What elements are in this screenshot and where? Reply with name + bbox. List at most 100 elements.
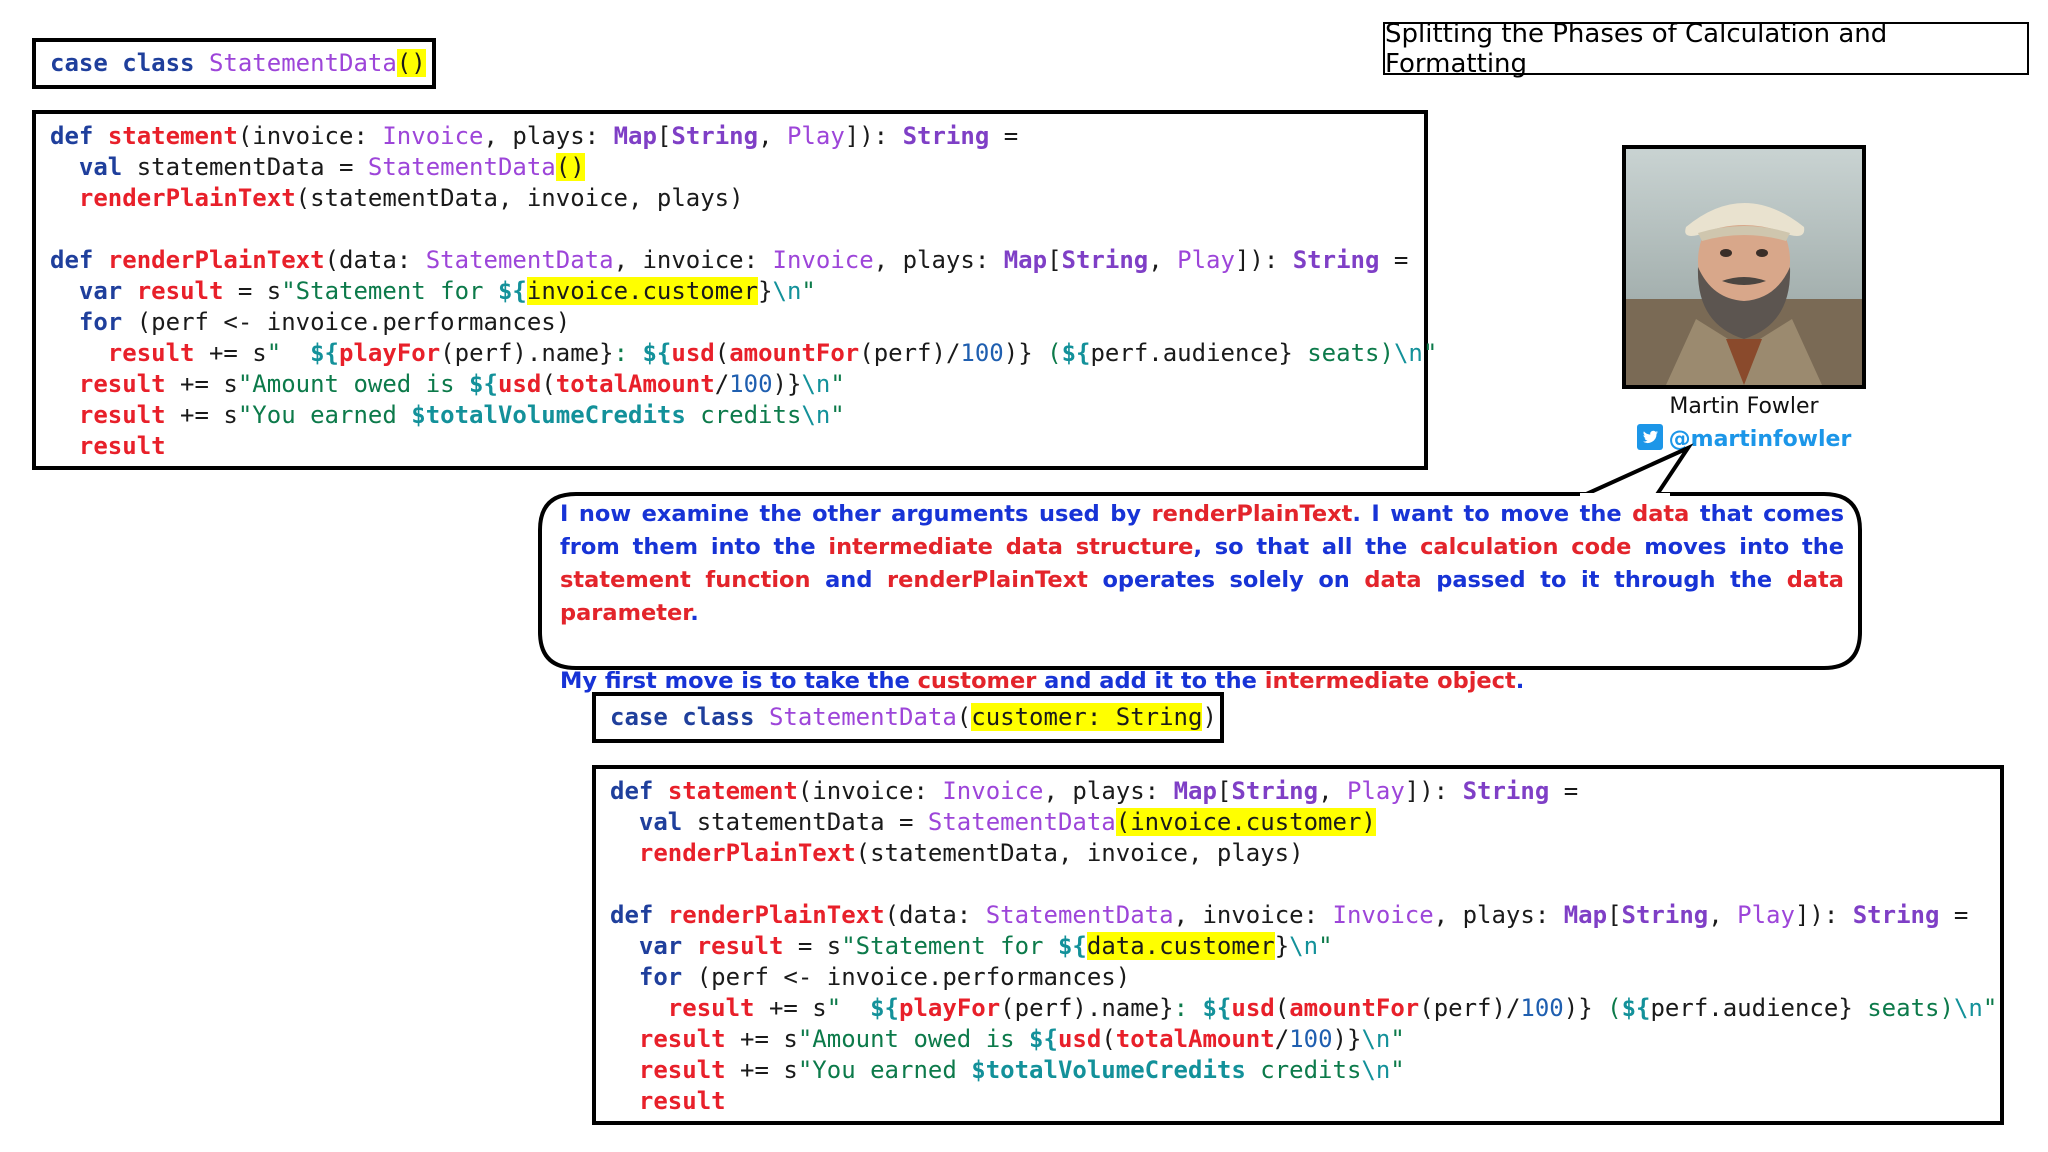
- code-line: result += s"You earned $totalVolumeCredi…: [610, 1055, 1997, 1086]
- code-token: result: [638, 1056, 726, 1084]
- code-token: result: [638, 1025, 726, 1053]
- code-token: ${: [1057, 932, 1087, 960]
- code-token: [: [1216, 777, 1232, 805]
- code-line: result: [610, 1086, 1997, 1117]
- code-line: def statement(invoice: Invoice, plays: M…: [50, 121, 1437, 152]
- before-code-box: def statement(invoice: Invoice, plays: M…: [32, 110, 1437, 470]
- code-token: "You earned: [237, 401, 412, 429]
- code-token: String: [1462, 777, 1550, 805]
- code-token: result: [667, 994, 755, 1022]
- code-token: Play: [786, 122, 845, 150]
- code-token: usd: [671, 339, 715, 367]
- after-case-class-code: case class StatementData(customer: Strin…: [610, 702, 1217, 733]
- code-line: def statement(invoice: Invoice, plays: M…: [610, 776, 1997, 807]
- code-token: ,: [758, 122, 787, 150]
- code-token: renderPlainText: [107, 246, 325, 274]
- before-case-class-code: case class StatementData(): [50, 48, 426, 79]
- code-token: ${: [642, 339, 672, 367]
- code-token: Map: [1173, 777, 1217, 805]
- bubble-text-run: and add it to the: [1036, 668, 1265, 694]
- code-token: Invoice: [942, 777, 1044, 805]
- code-token: def: [50, 122, 94, 150]
- code-token: ${: [469, 370, 498, 398]
- after-code: def statement(invoice: Invoice, plays: M…: [610, 776, 1997, 1117]
- code-token: ": [266, 339, 311, 367]
- code-token: amountFor: [729, 339, 860, 367]
- code-token: (: [1274, 994, 1290, 1022]
- code-token: (invoice:: [237, 122, 383, 150]
- bubble-text-run: I now examine the other arguments used b…: [560, 501, 1152, 527]
- code-token: renderPlainText: [78, 184, 296, 212]
- code-token: perf.audience: [1090, 339, 1279, 367]
- author-handle-link[interactable]: @martinfowler: [1668, 426, 1852, 452]
- code-token: result: [136, 277, 224, 305]
- code-token: String: [1292, 246, 1380, 274]
- code-token: statement: [667, 777, 798, 805]
- bubble-paragraph-2: My first move is to take the customer an…: [560, 665, 1844, 698]
- code-line-blank: [610, 869, 1997, 900]
- code-token: credits: [1245, 1056, 1362, 1084]
- code-token: }: [1578, 994, 1593, 1022]
- code-line: result += s" ${playFor(perf).name}: ${us…: [610, 993, 1998, 1024]
- code-token: String: [671, 122, 759, 150]
- bubble-text-run: .: [1515, 668, 1525, 694]
- code-token: StatementData: [927, 808, 1116, 836]
- code-token: statementData =: [682, 808, 928, 836]
- code-token: ${: [1061, 339, 1091, 367]
- twitter-icon: [1636, 424, 1663, 454]
- bubble-paragraph-1: I now examine the other arguments used b…: [560, 498, 1844, 630]
- slide-title: Splitting the Phases of Calculation and …: [1385, 18, 1888, 79]
- before-case-class-box: case class StatementData(): [32, 38, 436, 89]
- code-token: $totalVolumeCredits: [411, 401, 686, 429]
- code-token: Play: [1737, 901, 1795, 929]
- code-line: result += s" ${playFor(perf).name}: ${us…: [50, 338, 1438, 369]
- code-token: [: [656, 122, 672, 150]
- code-token: (data:: [884, 901, 986, 929]
- code-token: }: [1159, 994, 1174, 1022]
- code-token: (: [1592, 994, 1622, 1022]
- code-line: result += s"You earned $totalVolumeCredi…: [50, 400, 1437, 431]
- code-token: String: [902, 122, 990, 150]
- code-token: ": [830, 370, 845, 398]
- bubble-text-run: .: [690, 600, 699, 626]
- code-token: Invoice: [382, 122, 484, 150]
- type-name: StatementData: [208, 49, 397, 77]
- code-token: ${: [310, 339, 340, 367]
- code-token: += s: [725, 1025, 798, 1053]
- bubble-text-run: data: [1364, 567, 1422, 593]
- code-token: "You earned: [797, 1056, 972, 1084]
- code-token: var: [78, 277, 123, 305]
- code-token: String: [1231, 777, 1319, 805]
- speech-bubble-tail: [1580, 443, 1694, 500]
- code-token: (perf)/: [1419, 994, 1521, 1022]
- code-token: Map: [1563, 901, 1608, 929]
- bubble-text-run: intermediate object: [1264, 668, 1516, 694]
- code-token: (: [1032, 339, 1062, 367]
- bubble-text-run: My first move is to take the: [560, 668, 918, 694]
- code-token: for: [78, 308, 123, 336]
- bubble-text-run: passed to it through the: [1421, 567, 1787, 593]
- code-token: def: [50, 246, 94, 274]
- code-token: ): [1332, 1025, 1347, 1053]
- code-token: \n: [801, 401, 831, 429]
- code-token: }: [1274, 932, 1290, 960]
- code-line: renderPlainText(statementData, invoice, …: [610, 838, 1997, 869]
- code-token: /: [714, 370, 730, 398]
- code-token: ${: [1029, 1025, 1058, 1053]
- code-token: result: [78, 432, 166, 460]
- code-line: var result = s"Statement for ${invoice.c…: [50, 276, 1437, 307]
- code-token: =: [1939, 901, 1969, 929]
- code-token: , plays:: [873, 246, 1004, 274]
- code-token: ]):: [844, 122, 903, 150]
- code-token: seats): [1852, 994, 1954, 1022]
- bubble-text-run: customer: [917, 668, 1037, 694]
- code-token: }: [1278, 339, 1293, 367]
- code-token: def: [610, 901, 654, 929]
- code-token: ${: [1621, 994, 1651, 1022]
- bubble-text-run: . I want to move the: [1352, 501, 1633, 527]
- code-line: val statementData = StatementData(): [50, 152, 1437, 183]
- code-token: (perf <- invoice.performances): [122, 308, 571, 336]
- bubble-text-run: intermediate data structure: [828, 534, 1194, 560]
- code-token: += s: [165, 370, 238, 398]
- before-code: def statement(invoice: Invoice, plays: M…: [50, 121, 1437, 462]
